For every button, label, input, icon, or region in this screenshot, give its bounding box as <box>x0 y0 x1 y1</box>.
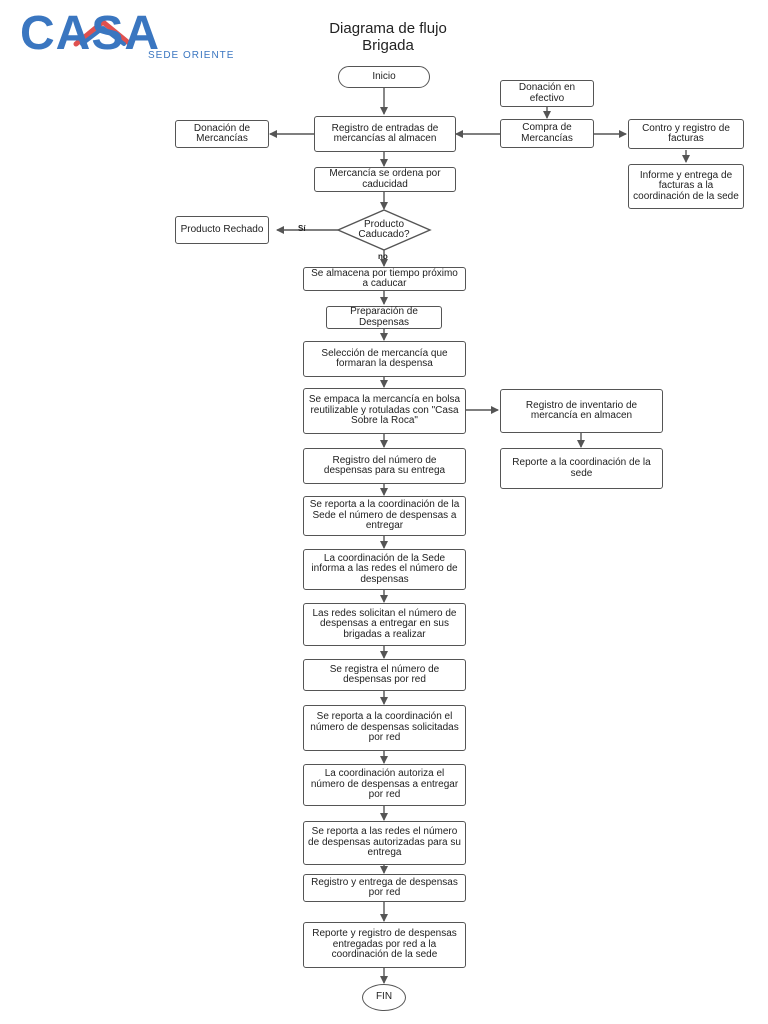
node-seleccion-label: Selección de mercancía que formaran la d… <box>321 347 448 369</box>
node-donacion-efectivo: Donación en efectivo <box>500 80 594 107</box>
node-donacion-efectivo-label: Donación en efectivo <box>518 82 576 104</box>
node-reporta-coord-sede-label: Se reporta a la coordinación de la Sede … <box>309 499 460 532</box>
node-almacena: Se almacena por tiempo próximo a caducar <box>303 267 466 291</box>
node-registro-numero-label: Registro del número de despensas para su… <box>323 454 446 476</box>
decision-diamond <box>336 209 432 251</box>
node-inventario: Registro de inventario de mercancía en a… <box>500 389 663 433</box>
node-reporta-autorizadas: Se reporta a las redes el número de desp… <box>303 821 466 865</box>
diagram-title-line2: Brigada <box>362 37 414 54</box>
node-producto-rechado-label: Producto Rechado <box>180 223 264 235</box>
node-coord-informa-label: La coordinación de la Sede informa a las… <box>311 552 458 585</box>
node-producto-caducado-label: Producto Caducado? <box>358 218 410 240</box>
node-compra-mercancias-label: Compra de Mercancías <box>521 122 573 144</box>
node-control-facturas: Contro y registro de facturas <box>628 119 744 149</box>
edge-label-no: no <box>378 252 388 261</box>
node-coord-autoriza-label: La coordinación autoriza el número de de… <box>310 768 459 801</box>
node-empaca-label: Se empaca la mercancía en bolsa reutiliz… <box>308 394 461 427</box>
node-control-facturas-label: Contro y registro de facturas <box>642 122 730 144</box>
logo-subtitle: SEDE ORIENTE <box>148 50 235 61</box>
node-registro-entrega-label: Registro y entrega de despensas por red <box>311 876 458 898</box>
diagram-title-line1: Diagrama de flujo <box>329 20 447 37</box>
node-seleccion: Selección de mercancía que formaran la d… <box>303 341 466 377</box>
node-reporta-solicitadas-label: Se reporta a la coordinación el número d… <box>310 711 459 744</box>
node-registro-entradas-label: Registro de entradas de mercancías al al… <box>331 122 439 144</box>
node-coord-autoriza: La coordinación autoriza el número de de… <box>303 764 466 806</box>
node-caducidad-label: Mercancía se ordena por caducidad <box>329 168 441 190</box>
node-empaca: Se empaca la mercancía en bolsa reutiliz… <box>303 388 466 434</box>
node-fin-label: FIN <box>375 991 393 1003</box>
node-reporte-final-label: Reporte y registro de despensas entregad… <box>312 928 457 961</box>
node-coord-informa: La coordinación de la Sede informa a las… <box>303 549 466 590</box>
node-registra-red-label: Se registra el número de despensas por r… <box>329 663 440 685</box>
node-preparacion-label: Preparación de Despensas <box>350 306 418 328</box>
edge-label-si: Sí <box>298 224 306 233</box>
node-almacena-label: Se almacena por tiempo próximo a caducar <box>311 267 458 289</box>
node-reporte-coordinacion-label: Reporte a la coordinación de la sede <box>512 457 651 479</box>
node-registro-numero: Registro del número de despensas para su… <box>303 448 466 484</box>
node-donacion-mercancias: Donación de Mercancías <box>175 120 269 148</box>
node-compra-mercancias: Compra de Mercancías <box>500 119 594 148</box>
node-reporta-coord-sede: Se reporta a la coordinación de la Sede … <box>303 496 466 536</box>
node-inicio-label: Inicio <box>372 70 396 82</box>
node-reporte-final: Reporte y registro de despensas entregad… <box>303 922 466 968</box>
house-roof-icon <box>73 19 133 47</box>
node-reporta-solicitadas: Se reporta a la coordinación el número d… <box>303 705 466 751</box>
logo-wordmark: CASA <box>20 7 161 60</box>
node-redes-solicitan-label: Las redes solicitan el número de despens… <box>312 607 457 640</box>
node-caducidad: Mercancía se ordena por caducidad <box>314 167 456 192</box>
node-reporta-autorizadas-label: Se reporta a las redes el número de desp… <box>308 826 461 859</box>
node-producto-caducado: Producto Caducado? <box>338 210 430 250</box>
node-registra-red: Se registra el número de despensas por r… <box>303 659 466 691</box>
node-informe-facturas: Informe y entrega de facturas a la coord… <box>628 164 744 209</box>
node-inicio: Inicio <box>338 66 430 88</box>
node-fin: FIN <box>362 984 406 1011</box>
node-redes-solicitan: Las redes solicitan el número de despens… <box>303 603 466 646</box>
node-producto-rechado: Producto Rechado <box>175 216 269 244</box>
node-registro-entradas: Registro de entradas de mercancías al al… <box>314 116 456 152</box>
node-preparacion: Preparación de Despensas <box>326 306 442 329</box>
casa-logo: CASA SEDE ORIENTE <box>20 8 260 64</box>
node-informe-facturas-label: Informe y entrega de facturas a la coord… <box>633 169 739 202</box>
node-donacion-mercancias-label: Donación de Mercancías <box>193 122 251 144</box>
node-registro-entrega: Registro y entrega de despensas por red <box>303 874 466 902</box>
node-reporte-coordinacion: Reporte a la coordinación de la sede <box>500 448 663 489</box>
node-inventario-label: Registro de inventario de mercancía en a… <box>525 399 638 421</box>
